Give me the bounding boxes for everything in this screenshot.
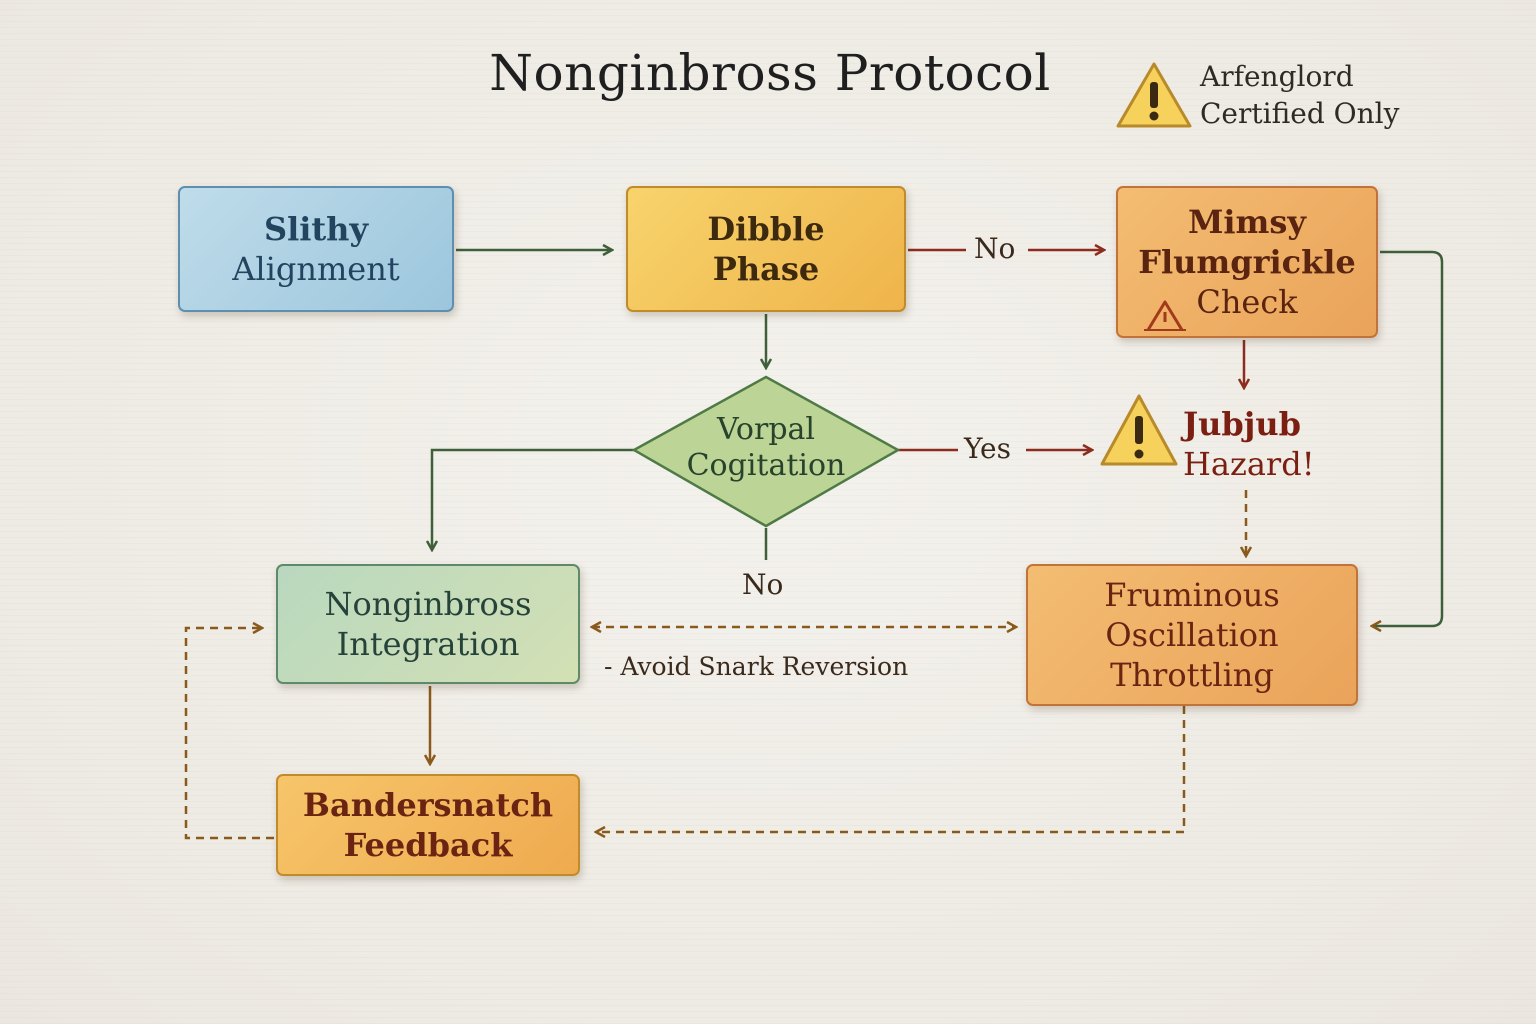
jubjub-hazard-label: Jubjub Hazard! <box>1183 404 1315 484</box>
vorpal-cogitation-diamond <box>631 375 901 528</box>
note-avoid-snark-reversion: - Avoid Snark Reversion <box>604 652 909 681</box>
node-bandersnatch-line2: Feedback <box>343 826 513 864</box>
warning-label-line1: Arfenglord <box>1200 60 1354 93</box>
node-integration-line1: Nonginbross <box>324 585 532 623</box>
node-bandersnatch-feedback: Bandersnatch Feedback <box>276 774 580 876</box>
node-dibble-line2: Phase <box>712 250 820 288</box>
edge-label-vorpal-yes: Yes <box>964 432 1011 465</box>
warning-label-line2: Certified Only <box>1200 97 1400 130</box>
page-title: Nonginbross Protocol <box>489 44 1051 102</box>
arrow-bandersnatch-to-integration <box>184 628 274 840</box>
node-fruminous-line1: Fruminous <box>1104 576 1280 614</box>
node-fruminous-line3: Throttling <box>1110 656 1274 694</box>
node-jubjub-line2: Hazard! <box>1183 445 1315 483</box>
edge-label-vorpal-no: No <box>742 568 784 601</box>
node-fruminous-line2: Oscillation <box>1105 616 1279 654</box>
small-warning-icon <box>1144 300 1186 331</box>
warning-triangle-icon <box>1100 394 1178 466</box>
arrow-vorpal-to-integration <box>432 448 634 550</box>
node-slithy-alignment: Slithy Alignment <box>178 186 454 312</box>
node-mimsy-line3: Check <box>1196 283 1298 321</box>
node-dibble-line1: Dibble <box>707 210 825 248</box>
node-mimsy-line2: Flumgrickle <box>1138 243 1356 281</box>
node-nonginbross-integration: Nonginbross Integration <box>276 564 580 684</box>
certification-warning-label: Arfenglord Certified Only <box>1200 58 1399 132</box>
arrow-mimsy-to-fruminous <box>1372 250 1444 626</box>
node-mimsy-line1: Mimsy <box>1187 203 1307 241</box>
vorpal-cogitation-label: Vorpal Cogitation <box>660 412 872 484</box>
arrow-fruminous-to-bandersnatch <box>596 706 1186 832</box>
node-vorpal-line2: Cogitation <box>686 448 846 483</box>
node-fruminous-oscillation-throttling: Fruminous Oscillation Throttling <box>1026 564 1358 706</box>
node-slithy-line2: Alignment <box>232 250 400 288</box>
warning-triangle-icon <box>1116 62 1192 128</box>
node-slithy-line1: Slithy <box>263 210 369 248</box>
node-dibble-phase: Dibble Phase <box>626 186 906 312</box>
node-vorpal-line1: Vorpal <box>717 412 815 447</box>
node-integration-line2: Integration <box>336 625 520 663</box>
edge-label-dibble-no: No <box>974 232 1016 265</box>
node-bandersnatch-line1: Bandersnatch <box>302 786 554 824</box>
node-jubjub-line1: Jubjub <box>1183 405 1301 443</box>
